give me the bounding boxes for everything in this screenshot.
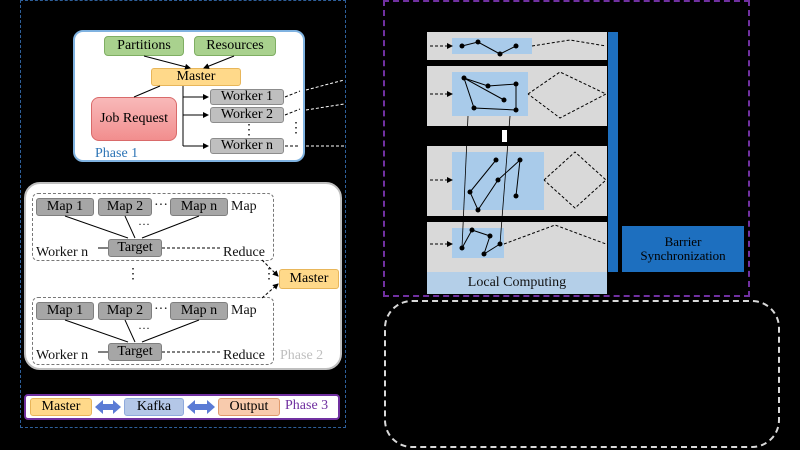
right-top-panel-frame [383,0,750,297]
group1-reduce-label: Reduce [223,245,265,260]
group2-map-n-label: Map n [180,302,218,318]
barrier-sync-box: Barrier Synchronization [622,226,744,272]
output-label: Output [229,398,269,414]
local-computing-label: Local Computing [467,274,567,290]
phase2-ellipsis-left: ⋮ [126,267,140,282]
phase2-master-box: Master [279,269,339,289]
group1-mid-dots: ··· [138,217,150,231]
kafka-box: Kafka [124,398,184,416]
node-region-1 [452,38,532,54]
right-bottom-panel [384,300,780,448]
phase3-label: Phase 3 [285,398,329,413]
phase2-master-label: Master [289,270,329,286]
local-computing-box: Local Computing [427,272,607,294]
phase2-group-1-frame [32,193,274,261]
job-request-box: Job Request [91,97,177,141]
separator-2 [427,126,607,146]
resources-box: Resources [194,36,276,56]
partitions-label: Partitions [117,37,171,53]
worker-n-label: Worker n [220,137,274,153]
phase1-master-box: Master [151,68,241,86]
group2-map-2: Map 2 [98,302,152,320]
group1-map-n: Map n [170,198,228,216]
barrier-bar [608,32,618,272]
group2-target-label: Target [117,343,153,359]
group2-worker-label: Worker n [36,348,89,363]
worker-1-box: Worker 1 [210,89,284,105]
group2-target-box: Target [108,343,162,361]
phase1-side-ellipsis: ⋮ [289,121,303,136]
worker-2-box: Worker 2 [210,107,284,123]
group2-reduce-label: Reduce [223,348,265,363]
separator-1 [427,60,607,66]
node-region-4 [452,228,504,258]
group1-map-2: Map 2 [98,198,152,216]
phase1-label: Phase 1 [95,146,139,161]
barrier-sync-label: Barrier Synchronization [640,234,726,263]
group1-target-label: Target [117,239,153,255]
group1-target-box: Target [108,239,162,257]
gap-marker [502,130,507,142]
phase1-master-label: Master [176,68,216,84]
group2-map-label: Map [231,303,257,318]
phase2-label: Phase 2 [280,348,324,363]
worker-ellipsis: ⋮ [242,123,256,138]
partitions-box: Partitions [104,36,184,56]
group2-map-2-label: Map 2 [106,302,144,318]
group1-map-n-label: Map n [180,198,218,214]
worker-1-label: Worker 1 [220,88,274,104]
group2-map-dots: ··· [154,302,168,317]
group2-map-1-label: Map 1 [46,302,84,318]
worker-2-label: Worker 2 [220,106,274,122]
group2-map-n: Map n [170,302,228,320]
group2-map-1: Map 1 [36,302,94,320]
job-request-label: Job Request [99,110,169,126]
group1-map-1-label: Map 1 [46,198,84,214]
resources-label: Resources [206,37,264,53]
group1-map-1: Map 1 [36,198,94,216]
worker-n-box: Worker n [210,138,284,154]
group1-worker-label: Worker n [36,245,89,260]
phase2-group-2-frame [32,297,274,365]
phase3-master-box: Master [30,398,92,416]
separator-3 [427,216,607,222]
group1-map-dots: ··· [154,198,168,213]
kafka-label: Kafka [136,398,172,414]
output-box: Output [218,398,280,416]
group1-map-label: Map [231,199,257,214]
group2-mid-dots: ··· [138,321,150,335]
phase3-master-label: Master [41,398,81,414]
left-panel-frame [20,0,346,428]
group1-map-2-label: Map 2 [106,198,144,214]
